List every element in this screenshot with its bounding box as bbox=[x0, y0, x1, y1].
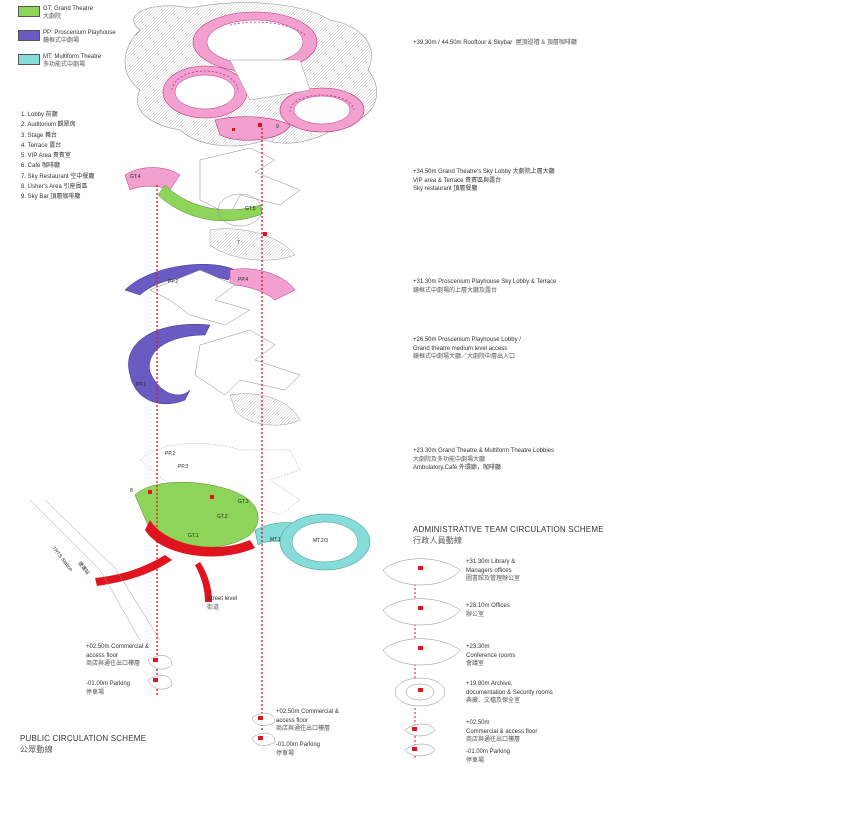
admin-plans bbox=[382, 558, 461, 757]
tag-mt23: MT.2/3 bbox=[313, 538, 328, 544]
level-label-pp-lobby: +26.50m Proscenium Playhouse Lobby / Gra… bbox=[413, 337, 521, 360]
legend-gt-label: GT: Grand Theatre bbox=[43, 6, 93, 12]
admin-level-archive: +19.80m Archive, documentation & Securit… bbox=[466, 681, 553, 704]
tag-n8: 8 bbox=[130, 488, 133, 494]
admin-level-parking: -01.00m Parking 停車場 bbox=[466, 749, 511, 764]
level-label-pp-sky: +31.30m Proscenium Playhouse Sky Lobby &… bbox=[413, 279, 557, 294]
tag-mt1: MT.1 bbox=[270, 537, 281, 543]
legend-pp-label: PP: Proscenium Playhouse bbox=[43, 30, 116, 36]
key-item: 4. Terrace 露台 bbox=[21, 142, 62, 149]
tag-pp2b: PP.2 bbox=[165, 451, 175, 457]
tag-n9: 9 bbox=[276, 124, 279, 130]
key-item: 5. VIP Area 貴賓室 bbox=[21, 153, 71, 160]
legend-swatch-pp bbox=[18, 30, 40, 41]
level-label-roof: +39.30m / 44.50m Rooftour & Skybar 屋頂巡禮 … bbox=[413, 40, 577, 46]
admin-scheme-title: ADMINISTRATIVE TEAM CIRCULATION SCHEME 行… bbox=[413, 525, 604, 545]
tag-pp1: PP.1 bbox=[136, 382, 146, 388]
tag-gt3: GT.3 bbox=[238, 499, 249, 505]
tag-gt1: GT.1 bbox=[188, 533, 199, 539]
public-level-commercial-1: +02.50m Commercial & access floor 商店與通往出… bbox=[86, 644, 149, 667]
key-item: 2. Auditorium 觀眾席 bbox=[21, 122, 76, 129]
public-scheme-title: PUBLIC CIRCULATION SCHEME 公眾動線 bbox=[20, 734, 147, 754]
level-label-sky-lobby: +34.50m Grand Theatre's Sky Lobby 大劇院上層大… bbox=[413, 169, 555, 192]
street-level-label: Street level 街道 bbox=[207, 596, 238, 611]
legend-mt-label: MT: Multiform Theatre bbox=[43, 54, 102, 60]
admin-level-library: +31.30m Library & Managers offices 圖書館及管… bbox=[466, 559, 521, 582]
tag-n7: 7 bbox=[237, 240, 240, 246]
main-lobby-level-plan: PP.2 PP.3 8 GT.3 GT.2 GT.1 MT.1 MT.2/3 bbox=[29, 443, 371, 641]
level-label-main-lobby: +23.30m Grand Theatre & Multiform Theatr… bbox=[413, 448, 555, 471]
legend-pp-zh: 鏡框式中劇場 bbox=[43, 38, 80, 44]
legend-mt-zh: 多功能式中劇場 bbox=[43, 62, 86, 68]
tag-pp3: PP.3 bbox=[178, 464, 188, 470]
public-level-parking-1: -01.00m Parking 停車場 bbox=[86, 681, 131, 696]
key-item: 8. Usher's Area 引座員區 bbox=[21, 184, 88, 191]
tag-pp4: PP.4 bbox=[238, 277, 248, 283]
tag-pp2: PP.2 bbox=[168, 279, 178, 285]
legend-swatch-mt bbox=[18, 54, 40, 65]
room-key-list: 1. Lobby 前廳 2. Auditorium 觀眾席 3. Stage 舞… bbox=[21, 110, 94, 203]
roof-level-plan: 9 bbox=[124, 2, 377, 147]
tag-gt4: GT.4 bbox=[130, 174, 141, 180]
station-label-en: TRTS Station bbox=[50, 546, 73, 573]
key-item: 6. Café 咖啡廳 bbox=[21, 163, 61, 170]
tag-gt2: GT.2 bbox=[217, 514, 228, 520]
public-level-commercial-2: +02.50m Commercial & access floor 商店與通往出… bbox=[276, 709, 339, 732]
tag-gt5: GT.5 bbox=[245, 206, 256, 212]
proscenium-sky-lobby-plan: PP.2 PP.4 bbox=[124, 264, 296, 326]
legend-swatch-gt bbox=[18, 6, 40, 17]
key-item: 3. Stage 舞台 bbox=[21, 132, 58, 139]
key-item: 1. Lobby 前廳 bbox=[21, 112, 58, 118]
public-level-parking-2: -01.00m Parking 停車場 bbox=[276, 742, 321, 757]
admin-level-offices: +28.10m Offices 辦公室 bbox=[466, 603, 510, 618]
sky-lobby-level-plan: GT.4 GT.5 7 bbox=[124, 147, 301, 261]
station-label-zh: 捷運站 bbox=[76, 560, 91, 576]
legend-gt-zh: 大劇院 bbox=[43, 14, 62, 20]
vertical-circulation-lines bbox=[156, 128, 416, 760]
key-item: 9. Sky Bar 頂層咖啡廳 bbox=[21, 194, 81, 201]
key-item: 7. Sky Restaurant 空中餐廳 bbox=[21, 173, 95, 180]
proscenium-lobby-plan: PP.1 bbox=[128, 324, 301, 426]
admin-level-commercial: +02.50m Commercial & access floor 商店與通往出… bbox=[466, 720, 538, 743]
admin-level-conference: +23.30m Conference rooms 會議室 bbox=[466, 644, 516, 667]
public-lower-plans bbox=[147, 655, 276, 746]
